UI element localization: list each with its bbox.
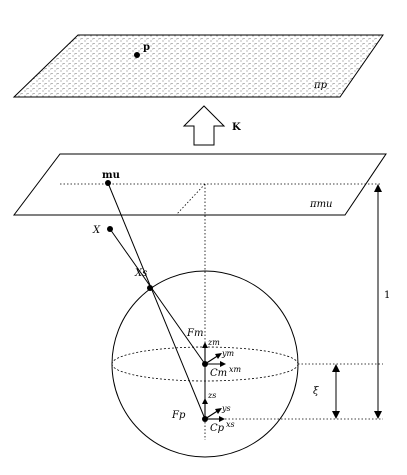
mirror-y-arrowhead-icon (215, 353, 222, 359)
mirror-y-label: ym (221, 349, 235, 358)
ray-x-to-cm (109, 228, 206, 365)
mirror-frame-label: Fm (186, 328, 203, 339)
image-point-dot (134, 52, 140, 58)
sphere-point-label: Xs (134, 268, 147, 279)
mirror-center-label: Cm (210, 368, 227, 379)
image-plane (12, 34, 384, 98)
mirror-z-label: zm (207, 338, 220, 347)
mirror-x-arrowhead-icon (220, 361, 226, 367)
world-point-label: X (92, 225, 101, 236)
ray-mu-to-cp (107, 182, 206, 420)
mirror-z-arrowhead-icon (202, 342, 208, 348)
plane-axis-diagonal (175, 183, 206, 216)
unit-distance-arrowhead-top-icon (374, 184, 382, 192)
proj-center-label: Cp (210, 423, 225, 434)
intrinsics-label: K (232, 122, 241, 133)
proj-z-label: zs (207, 391, 216, 400)
proj-x-arrowhead-icon (219, 416, 225, 422)
normalized-plane-label: πmu (309, 199, 333, 210)
proj-frame-label: Fp (171, 410, 186, 421)
sphere-point-dot (147, 285, 153, 291)
world-point-dot (107, 226, 113, 232)
mirror-x-label: xm (229, 365, 242, 374)
unit-distance-arrowhead-bottom-icon (374, 411, 382, 419)
normalized-plane (12, 153, 387, 216)
xi-label: ξ (313, 386, 319, 397)
image-plane-label: πp (313, 80, 328, 91)
unit-distance-label: 1 (384, 290, 390, 301)
xi-arrowhead-bottom-icon (332, 411, 340, 419)
xi-arrowhead-top-icon (332, 364, 340, 372)
proj-y-arrowhead-icon (215, 408, 222, 414)
proj-z-arrowhead-icon (202, 398, 208, 404)
projection-arrow-icon (182, 105, 226, 146)
proj-x-label: xs (226, 420, 235, 429)
normalized-point-label: mu (102, 170, 120, 181)
image-point-label: p (143, 42, 150, 53)
proj-y-label: ys (221, 404, 231, 413)
